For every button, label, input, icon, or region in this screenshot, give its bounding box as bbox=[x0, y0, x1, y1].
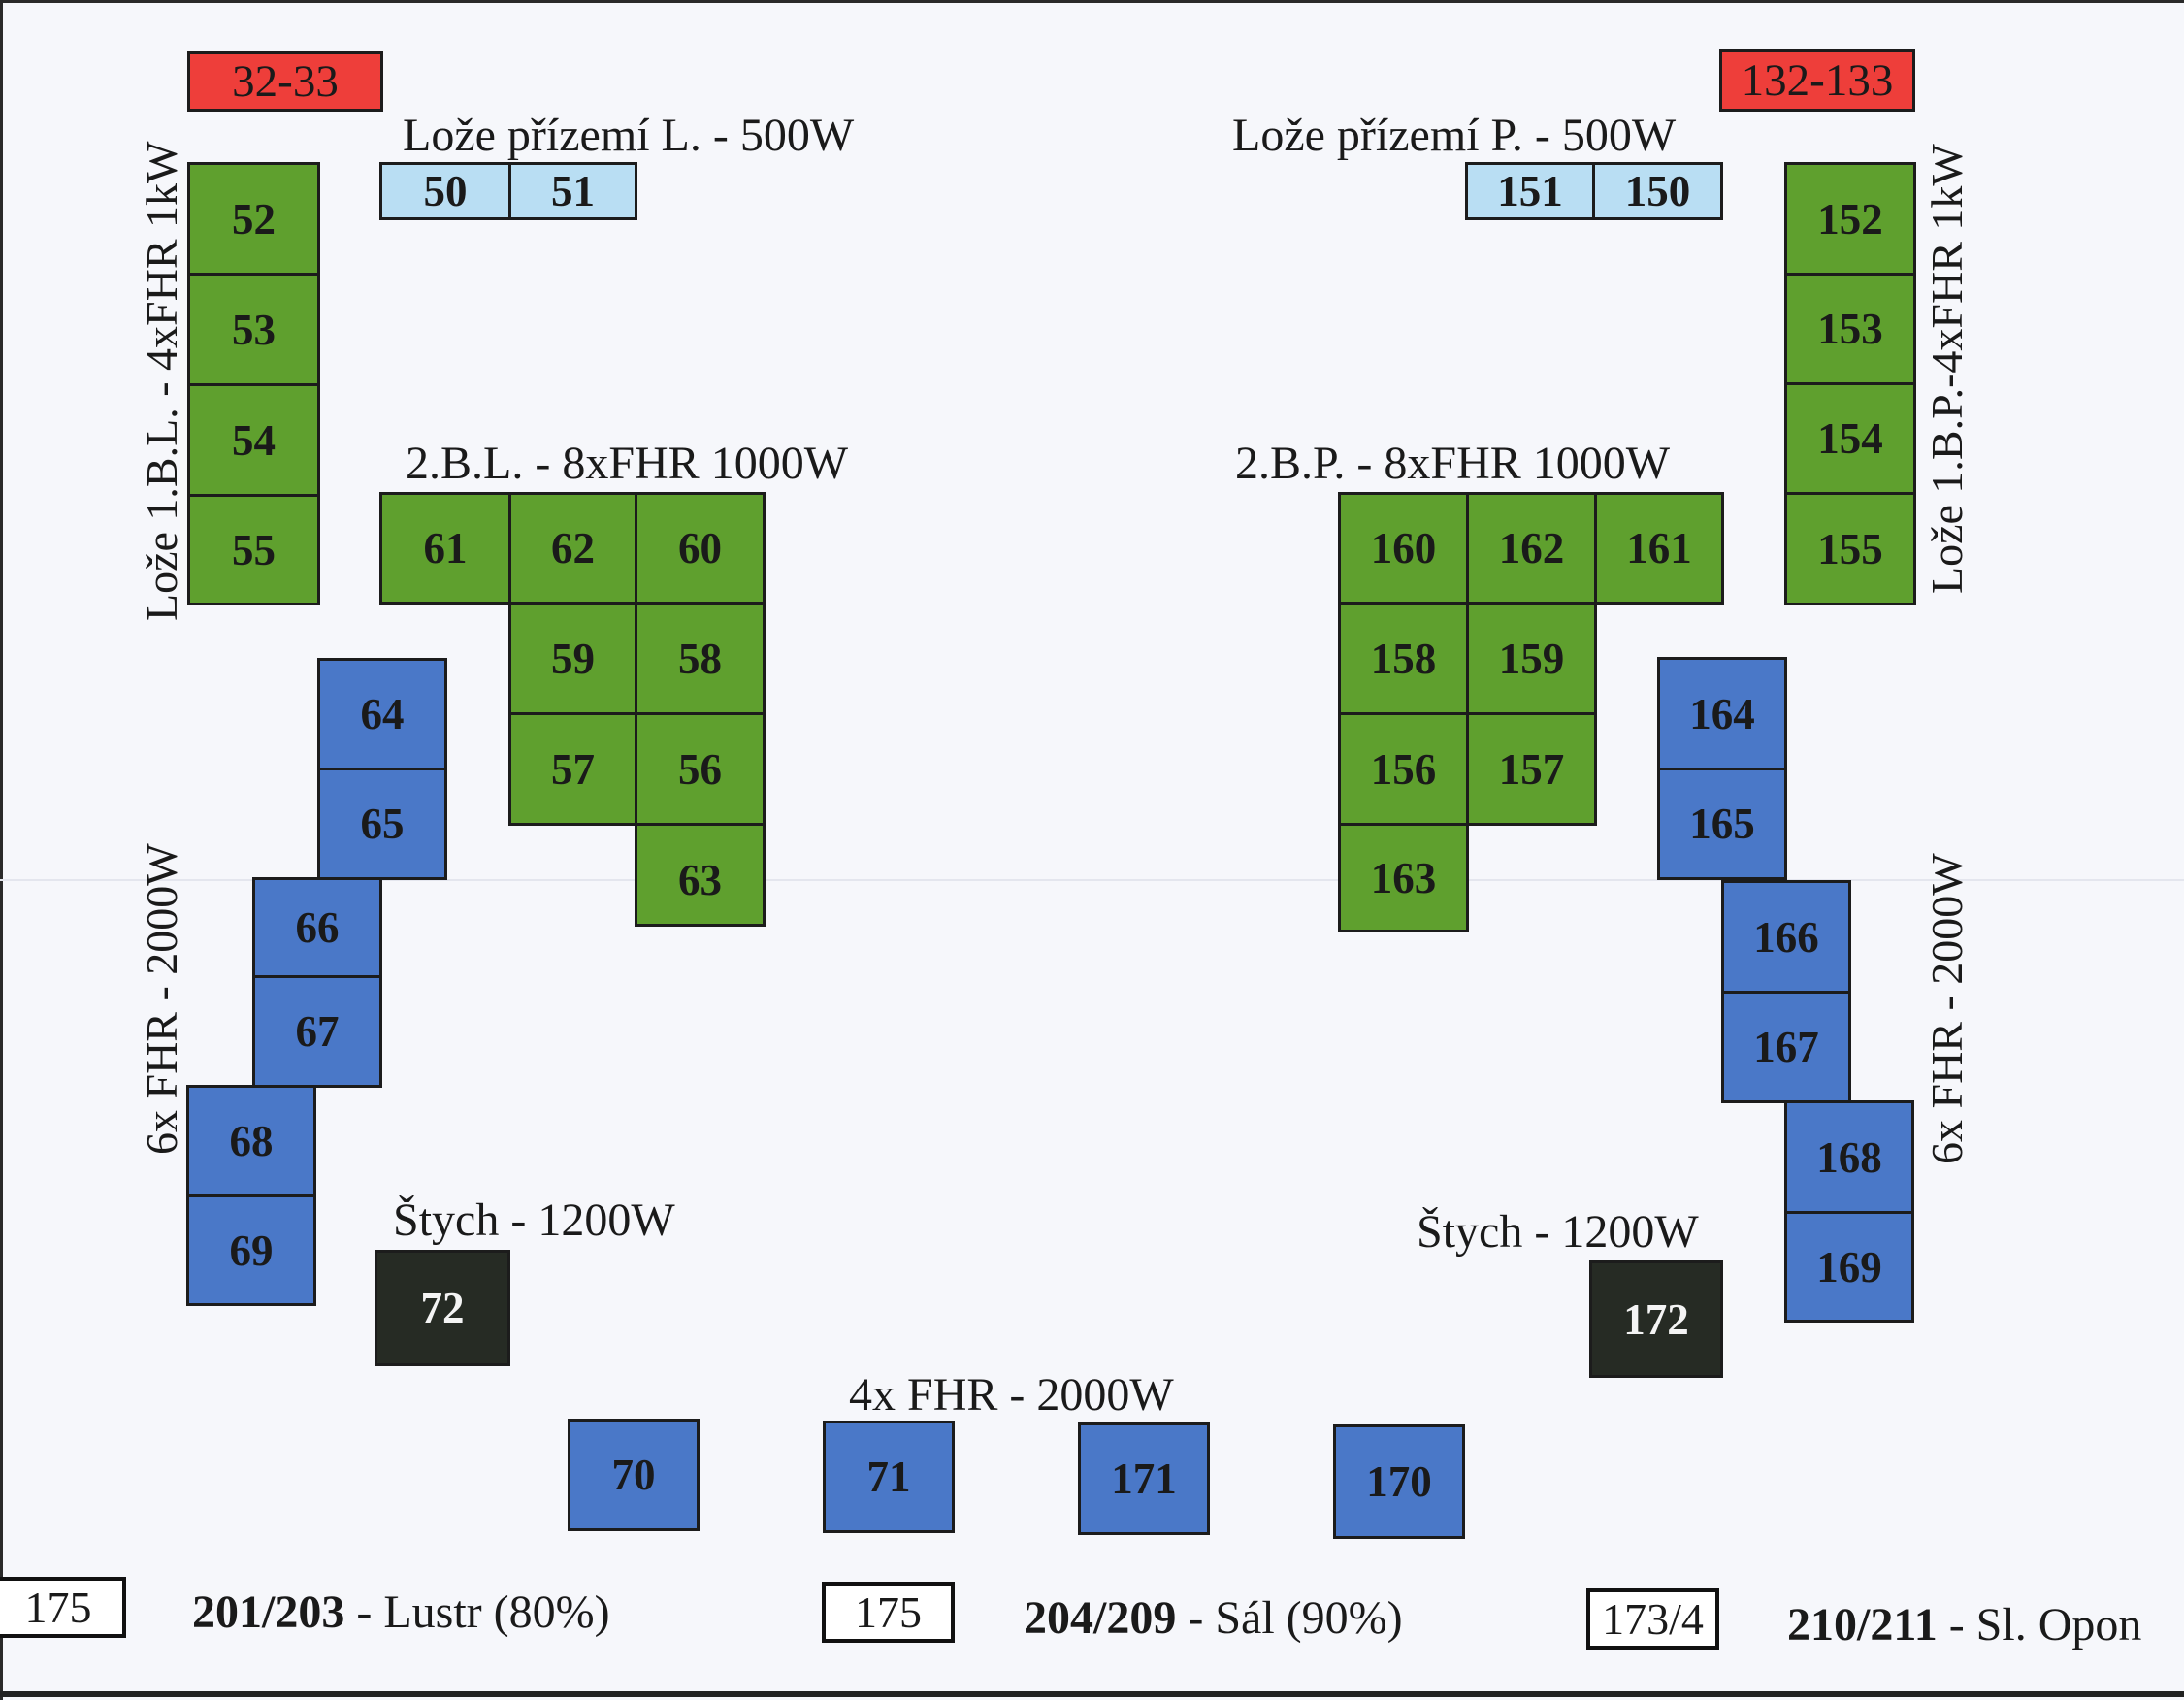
circuit-58[interactable]: 58 bbox=[635, 602, 766, 715]
circuit-57[interactable]: 57 bbox=[508, 712, 637, 826]
circuit-32-33[interactable]: 32-33 bbox=[187, 51, 383, 112]
legend-item-lustr: 201/203 - Lustr (80%) bbox=[192, 1586, 610, 1639]
legend-item-lustr-text: - Lustr (80%) bbox=[344, 1586, 610, 1638]
circuit-71[interactable]: 71 bbox=[823, 1421, 955, 1533]
circuit-160[interactable]: 160 bbox=[1338, 492, 1469, 605]
circuit-158[interactable]: 158 bbox=[1338, 602, 1469, 715]
legend-item-sal: 204/209 - Sál (90%) bbox=[1024, 1591, 1403, 1645]
circuit-164[interactable]: 164 bbox=[1657, 657, 1787, 770]
frame-left-line bbox=[0, 0, 3, 1700]
circuit-171[interactable]: 171 bbox=[1078, 1422, 1210, 1535]
circuit-60[interactable]: 60 bbox=[635, 492, 766, 605]
circuit-156[interactable]: 156 bbox=[1338, 712, 1469, 826]
circuit-55[interactable]: 55 bbox=[187, 494, 320, 605]
legend-box-175-a[interactable]: 175 bbox=[0, 1577, 126, 1638]
circuit-172[interactable]: 172 bbox=[1589, 1260, 1723, 1378]
circuit-154[interactable]: 154 bbox=[1784, 382, 1916, 495]
circuit-152[interactable]: 152 bbox=[1784, 162, 1916, 276]
circuit-159[interactable]: 159 bbox=[1466, 602, 1597, 715]
circuit-51[interactable]: 51 bbox=[508, 162, 637, 220]
legend-item-sl-opon: 210/211 - Sl. Opon bbox=[1787, 1598, 2141, 1651]
frame-top-line bbox=[0, 0, 2184, 3]
circuit-162[interactable]: 162 bbox=[1466, 492, 1597, 605]
circuit-161[interactable]: 161 bbox=[1594, 492, 1724, 605]
label-2bl: 2.B.L. - 8xFHR 1000W bbox=[406, 438, 848, 489]
circuit-64[interactable]: 64 bbox=[317, 658, 447, 770]
label-2bp: 2.B.P. - 8xFHR 1000W bbox=[1235, 438, 1671, 489]
circuit-54[interactable]: 54 bbox=[187, 383, 320, 497]
circuit-168[interactable]: 168 bbox=[1784, 1100, 1914, 1214]
circuit-56[interactable]: 56 bbox=[635, 712, 766, 826]
label-loze-prizemi-l: Lože přízemí L. - 500W bbox=[403, 110, 855, 161]
circuit-151[interactable]: 151 bbox=[1465, 162, 1595, 220]
circuit-61[interactable]: 61 bbox=[379, 492, 511, 605]
legend-item-sl-opon-code: 210/211 bbox=[1787, 1599, 1938, 1651]
circuit-72[interactable]: 72 bbox=[375, 1250, 510, 1366]
circuit-65[interactable]: 65 bbox=[317, 768, 447, 880]
circuit-62[interactable]: 62 bbox=[508, 492, 637, 605]
label-stych-left: Štych - 1200W bbox=[393, 1194, 675, 1246]
label-loze-1bp: Lože 1.B.P.-4xFHR 1kW bbox=[1922, 144, 1972, 594]
legend-item-sal-text: - Sál (90%) bbox=[1176, 1592, 1403, 1644]
circuit-52[interactable]: 52 bbox=[187, 162, 320, 276]
label-loze-1bl: Lože 1.B.L. - 4xFHR 1kW bbox=[137, 141, 186, 621]
circuit-166[interactable]: 166 bbox=[1721, 880, 1851, 994]
circuit-67[interactable]: 67 bbox=[252, 975, 382, 1088]
legend-item-sal-code: 204/209 bbox=[1024, 1592, 1177, 1644]
frame-bottom-line bbox=[0, 1691, 2184, 1697]
circuit-150[interactable]: 150 bbox=[1592, 162, 1723, 220]
legend-item-lustr-code: 201/203 bbox=[192, 1586, 345, 1638]
circuit-63[interactable]: 63 bbox=[635, 823, 766, 927]
circuit-157[interactable]: 157 bbox=[1466, 712, 1597, 826]
label-fhr6-right: 6x FHR - 2000W bbox=[1922, 853, 1972, 1164]
circuit-165[interactable]: 165 bbox=[1657, 768, 1787, 880]
circuit-169[interactable]: 169 bbox=[1784, 1211, 1914, 1323]
label-fhr4: 4x FHR - 2000W bbox=[849, 1369, 1174, 1421]
label-stych-right: Štych - 1200W bbox=[1417, 1206, 1699, 1258]
legend-item-sl-opon-text: - Sl. Opon bbox=[1937, 1599, 2142, 1651]
circuit-132-133[interactable]: 132-133 bbox=[1719, 49, 1915, 112]
label-loze-prizemi-p: Lože přízemí P. - 500W bbox=[1232, 110, 1677, 161]
circuit-68[interactable]: 68 bbox=[186, 1085, 316, 1197]
circuit-170[interactable]: 170 bbox=[1333, 1424, 1465, 1539]
circuit-59[interactable]: 59 bbox=[508, 602, 637, 715]
paper-fold-line bbox=[0, 879, 2184, 881]
legend-box-175-b[interactable]: 175 bbox=[822, 1582, 955, 1643]
circuit-50[interactable]: 50 bbox=[379, 162, 511, 220]
circuit-167[interactable]: 167 bbox=[1721, 991, 1851, 1103]
legend-box-173-4[interactable]: 173/4 bbox=[1586, 1588, 1719, 1650]
circuit-69[interactable]: 69 bbox=[186, 1194, 316, 1306]
circuit-153[interactable]: 153 bbox=[1784, 273, 1916, 385]
circuit-155[interactable]: 155 bbox=[1784, 492, 1916, 605]
circuit-66[interactable]: 66 bbox=[252, 877, 382, 978]
circuit-53[interactable]: 53 bbox=[187, 273, 320, 386]
circuit-70[interactable]: 70 bbox=[568, 1419, 700, 1531]
circuit-163[interactable]: 163 bbox=[1338, 823, 1469, 932]
label-fhr6-left: 6x FHR - 2000W bbox=[137, 843, 186, 1155]
